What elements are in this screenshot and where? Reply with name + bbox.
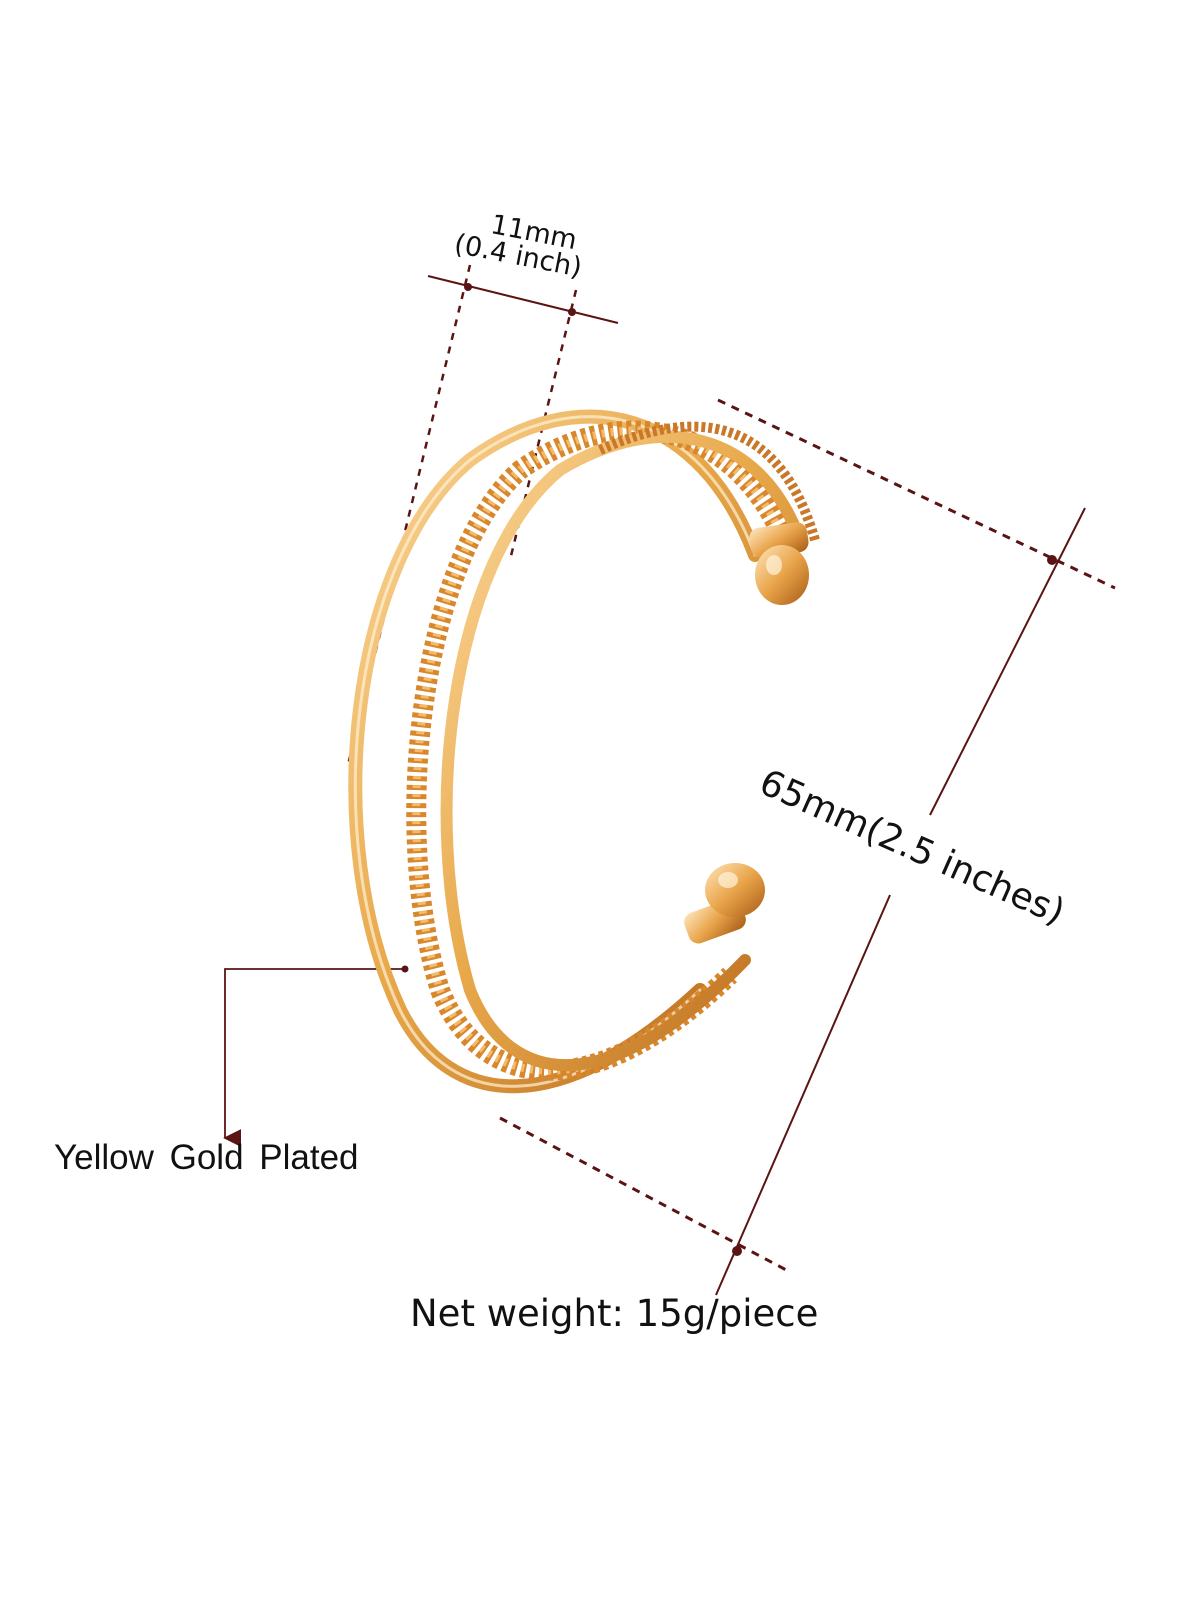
weight-label: Net weight: 15g/piece xyxy=(410,1292,819,1335)
diameter-dimension-line-upper xyxy=(929,507,1086,816)
diameter-endpoint-dot xyxy=(1047,555,1057,565)
diameter-dimension xyxy=(499,398,1116,1296)
material-label: Yellow Gold Plated xyxy=(54,1138,359,1177)
diameter-dimension-line-lower xyxy=(715,894,891,1296)
width-extension-line xyxy=(346,264,472,766)
bracelet-inner-band xyxy=(440,430,806,1072)
bracelet-image xyxy=(348,409,820,1094)
bracelet-end-cap-top xyxy=(749,522,809,605)
diameter-endpoint-dot xyxy=(732,1246,742,1256)
width-extension-line xyxy=(508,289,578,561)
width-dimension-line xyxy=(427,275,619,324)
material-leader-line xyxy=(223,968,405,1147)
diameter-extension-line-bottom xyxy=(499,1116,791,1274)
bracelet-rope-band xyxy=(597,421,820,542)
width-dimension xyxy=(346,264,619,766)
material-leader xyxy=(223,965,409,1147)
material-leader-dot xyxy=(401,965,409,973)
bracelet-end-cap-bottom xyxy=(684,863,765,944)
